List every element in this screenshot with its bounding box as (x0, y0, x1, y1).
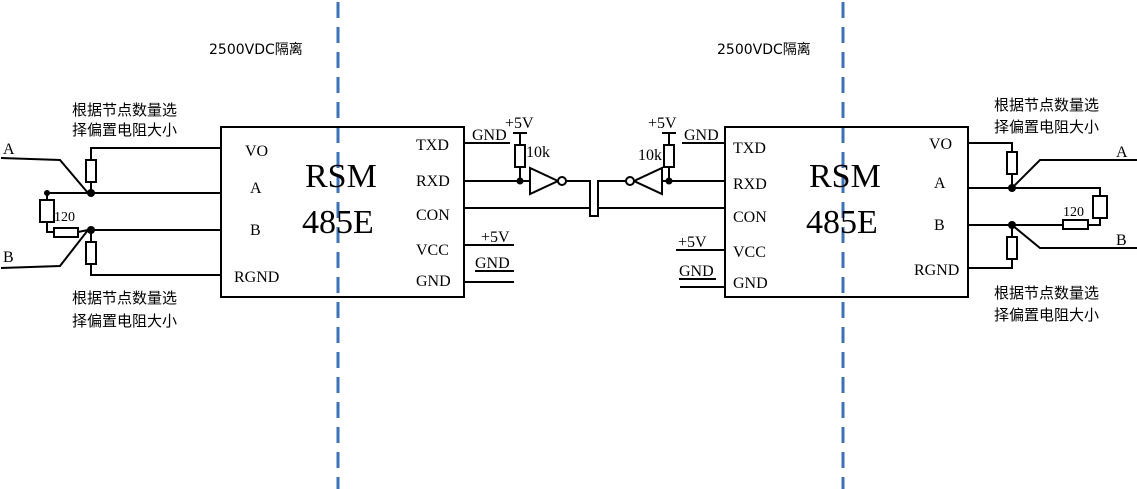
right-bus-b-wire (968, 224, 1137, 249)
right-pullup-value: 10k (638, 147, 662, 164)
left-pin-gnd: GND (416, 273, 451, 290)
right-bias-note-top-1: 根据节点数量选 (994, 96, 1099, 114)
right-gnd2-net-label: GND (679, 263, 714, 280)
left-termination-jumper (39, 199, 55, 223)
right-chip-body (724, 126, 969, 298)
left-pin-txd: TXD (416, 137, 449, 154)
right-gnd-net-label: GND (684, 127, 719, 144)
left-bus-a-wire (0, 157, 221, 194)
left-pin-rgnd: RGND (234, 269, 279, 286)
left-chip-name-1: RSM (305, 158, 377, 195)
right-pin-rgnd: RGND (914, 262, 959, 279)
left-gnd2-net-label: GND (475, 255, 510, 272)
left-net-b-label: B (3, 249, 14, 266)
isolation-label-left: 2500VDC隔离 (209, 41, 303, 58)
left-bias-note-top-2: 择偏置电阻大小 (72, 121, 177, 139)
left-buffer-gate (529, 166, 561, 196)
left-bias-note-bottom-2: 择偏置电阻大小 (72, 312, 177, 330)
left-bias-note-top-1: 根据节点数量选 (72, 101, 177, 119)
right-bus-a-wire (968, 159, 1137, 189)
isolation-label-right: 2500VDC隔离 (717, 41, 811, 58)
right-bias-note-bottom-2: 择偏置电阻大小 (994, 306, 1099, 324)
left-termination-label: 120 (54, 210, 75, 225)
right-rgnd-wire (968, 259, 1013, 269)
right-termination-resistor (1062, 219, 1089, 230)
left-pin-con: CON (416, 207, 450, 224)
left-pin-vcc: VCC (416, 242, 449, 259)
right-pin-b: B (934, 217, 945, 234)
right-module (598, 126, 1137, 298)
left-bus-b-wire (0, 229, 221, 269)
left-termination-resistor (53, 227, 79, 238)
left-net-a-label: A (3, 141, 15, 158)
right-chip-name-2: 485E (806, 204, 878, 241)
right-bias-note-top-2: 择偏置电阻大小 (994, 118, 1099, 136)
right-buffer-gate (631, 166, 663, 196)
right-bias-note-bottom-1: 根据节点数量选 (994, 284, 1099, 302)
right-pullup-resistor (663, 144, 675, 168)
left-rgnd-wire (90, 264, 221, 276)
right-termination-jumper (1092, 195, 1108, 219)
left-pullup-supply: +5V (505, 115, 534, 132)
left-chip-body (220, 126, 465, 298)
left-pullup-resistor (514, 144, 526, 168)
right-pin-rxd: RXD (733, 176, 767, 193)
left-pullup-value: 10k (526, 144, 550, 161)
right-chip-name-1: RSM (809, 158, 881, 195)
left-vo-wire (90, 147, 221, 160)
right-pin-vcc: VCC (733, 244, 766, 261)
right-net-b-label: B (1116, 232, 1127, 249)
right-pin-vo: VO (929, 136, 952, 153)
left-chip-name-2: 485E (302, 204, 374, 241)
right-pin-gnd: GND (733, 275, 768, 292)
right-pin-a: A (934, 175, 946, 192)
right-vcc-net-label: +5V (678, 234, 707, 251)
right-pullup-supply: +5V (648, 115, 677, 132)
right-bias-resistor-top (1006, 151, 1018, 175)
right-termination-label: 120 (1063, 205, 1084, 220)
right-bias-resistor-bottom (1006, 236, 1018, 260)
left-pin-vo: VO (245, 143, 268, 160)
left-pin-b: B (250, 222, 261, 239)
right-net-a-label: A (1116, 144, 1128, 161)
left-gnd-net-label: GND (472, 127, 507, 144)
left-pin-rxd: RXD (416, 173, 450, 190)
right-pin-con: CON (733, 209, 767, 226)
left-bias-resistor-bottom (85, 241, 97, 265)
left-bias-resistor-top (85, 159, 97, 183)
left-vcc-net-label: +5V (481, 229, 510, 246)
left-bias-note-bottom-1: 根据节点数量选 (72, 289, 177, 307)
right-pin-txd: TXD (733, 140, 766, 157)
right-vo-wire (968, 142, 1013, 152)
left-pin-a: A (250, 180, 262, 197)
